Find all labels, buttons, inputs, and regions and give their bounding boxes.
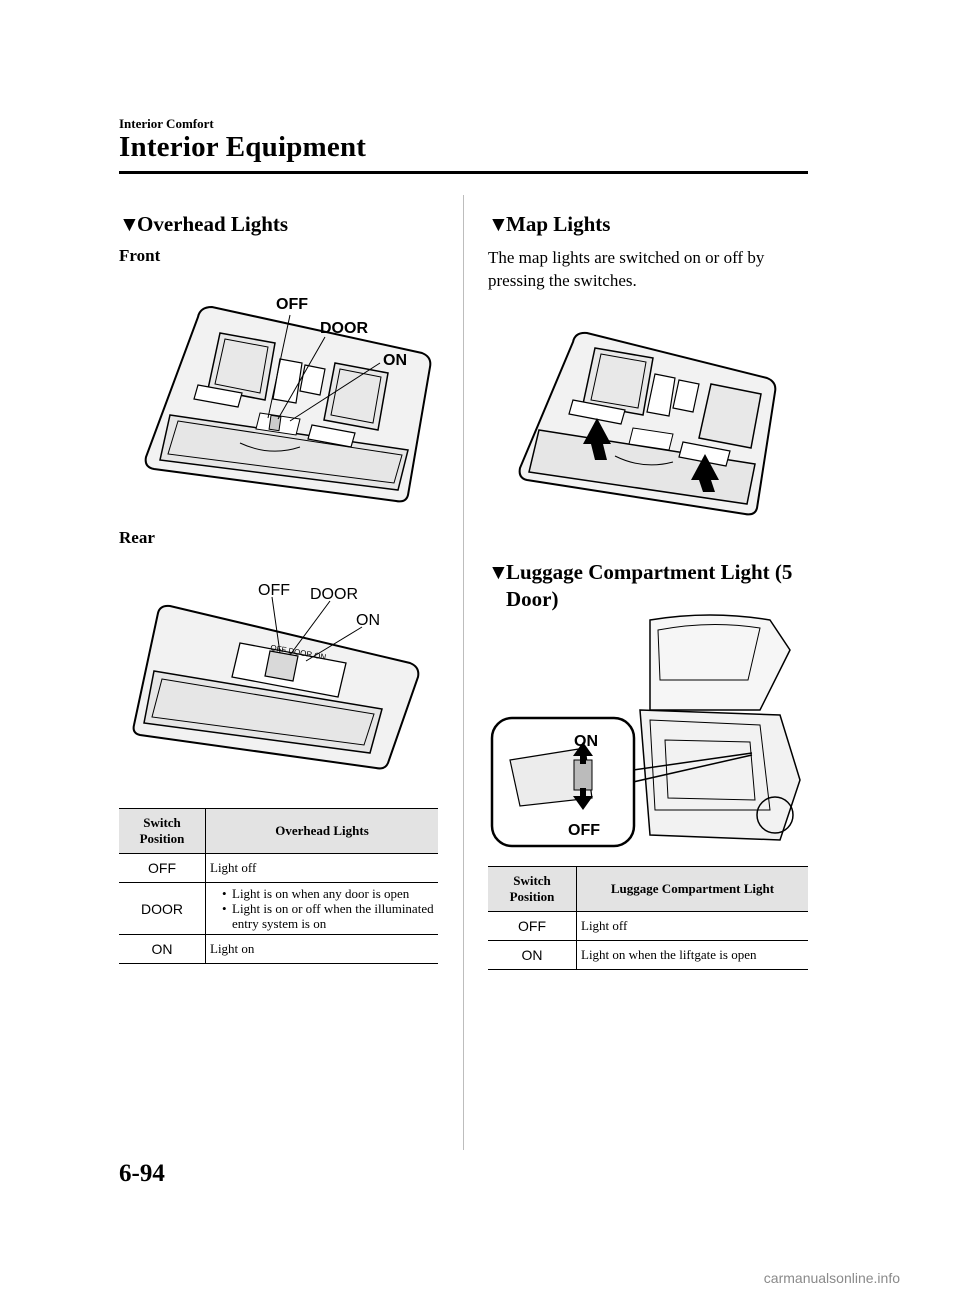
table-row: ON Light on: [119, 934, 438, 964]
rear-on-callout: ON: [356, 612, 380, 629]
position-cell: DOOR: [119, 882, 206, 935]
section-label: Interior Comfort: [119, 116, 214, 131]
front-label: Front: [119, 246, 161, 265]
page-number: 6-94: [119, 1160, 165, 1187]
luggage-light-table: Switch Position Luggage Compartment Ligh…: [488, 866, 808, 970]
rear-overhead-console-illustration: OFF DOOR ON OFF DOOR ON: [132, 582, 420, 770]
switch-position-header: Switch Position: [488, 866, 577, 912]
switch-position-header: Switch Position: [119, 808, 206, 854]
title-rule: [119, 171, 808, 174]
description-cell: Light off: [576, 911, 808, 941]
position-cell: OFF: [488, 911, 577, 941]
rear-door-callout: DOOR: [310, 586, 358, 603]
description-cell: Light off: [205, 853, 438, 883]
front-on-callout: ON: [383, 352, 407, 369]
overhead-lights-heading: ▼Overhead Lights: [119, 211, 288, 238]
front-overhead-console-illustration: OFF DOOR ON: [144, 296, 432, 503]
luggage-light-header: Luggage Compartment Light: [576, 866, 808, 912]
table-row: OFF Light off: [119, 853, 438, 883]
front-off-callout: OFF: [276, 296, 308, 313]
triangle-bullet-icon: ▼: [488, 212, 509, 236]
table-row: OFF Light off: [488, 911, 808, 941]
triangle-bullet-icon: ▼: [119, 212, 140, 236]
luggage-light-heading: ▼Luggage Compartment Light (5 Door): [488, 559, 808, 613]
heading-text-line-2: Door): [506, 587, 559, 611]
list-item: Light is on when any door is open: [222, 886, 434, 901]
position-cell: OFF: [119, 853, 206, 883]
column-divider: [463, 195, 464, 1150]
map-lights-heading: ▼Map Lights: [488, 211, 610, 238]
description-cell: Light on when the liftgate is open: [576, 940, 808, 970]
heading-text-line-1: Luggage Compartment Light (5: [506, 560, 793, 584]
heading-text: Overhead Lights: [137, 212, 289, 236]
map-lights-illustration: [518, 331, 777, 516]
front-door-callout: DOOR: [320, 320, 368, 337]
bullet-list: Light is on when any door is open Light …: [210, 886, 434, 931]
luggage-on-callout: ON: [574, 733, 598, 750]
overhead-lights-table: Switch Position Overhead Lights OFF Ligh…: [119, 808, 438, 964]
luggage-compartment-illustration: ON OFF: [490, 614, 801, 848]
table-row: ON Light on when the liftgate is open: [488, 940, 808, 970]
rear-off-callout: OFF: [258, 582, 290, 599]
luggage-off-callout: OFF: [568, 822, 600, 839]
overhead-lights-header: Overhead Lights: [205, 808, 438, 854]
heading-text: Map Lights: [506, 212, 611, 236]
map-lights-text: The map lights are switched on or off by…: [488, 248, 765, 290]
rear-label: Rear: [119, 528, 155, 547]
position-cell: ON: [119, 934, 206, 964]
triangle-bullet-icon: ▼: [488, 560, 509, 584]
list-item: Light is on or off when the illuminated …: [222, 901, 434, 931]
description-cell: Light on: [205, 934, 438, 964]
table-row: DOOR Light is on when any door is open L…: [119, 882, 438, 935]
page-title: Interior Equipment: [119, 131, 367, 163]
watermark: carmanualsonline.info: [763, 1270, 900, 1286]
position-cell: ON: [488, 940, 577, 970]
